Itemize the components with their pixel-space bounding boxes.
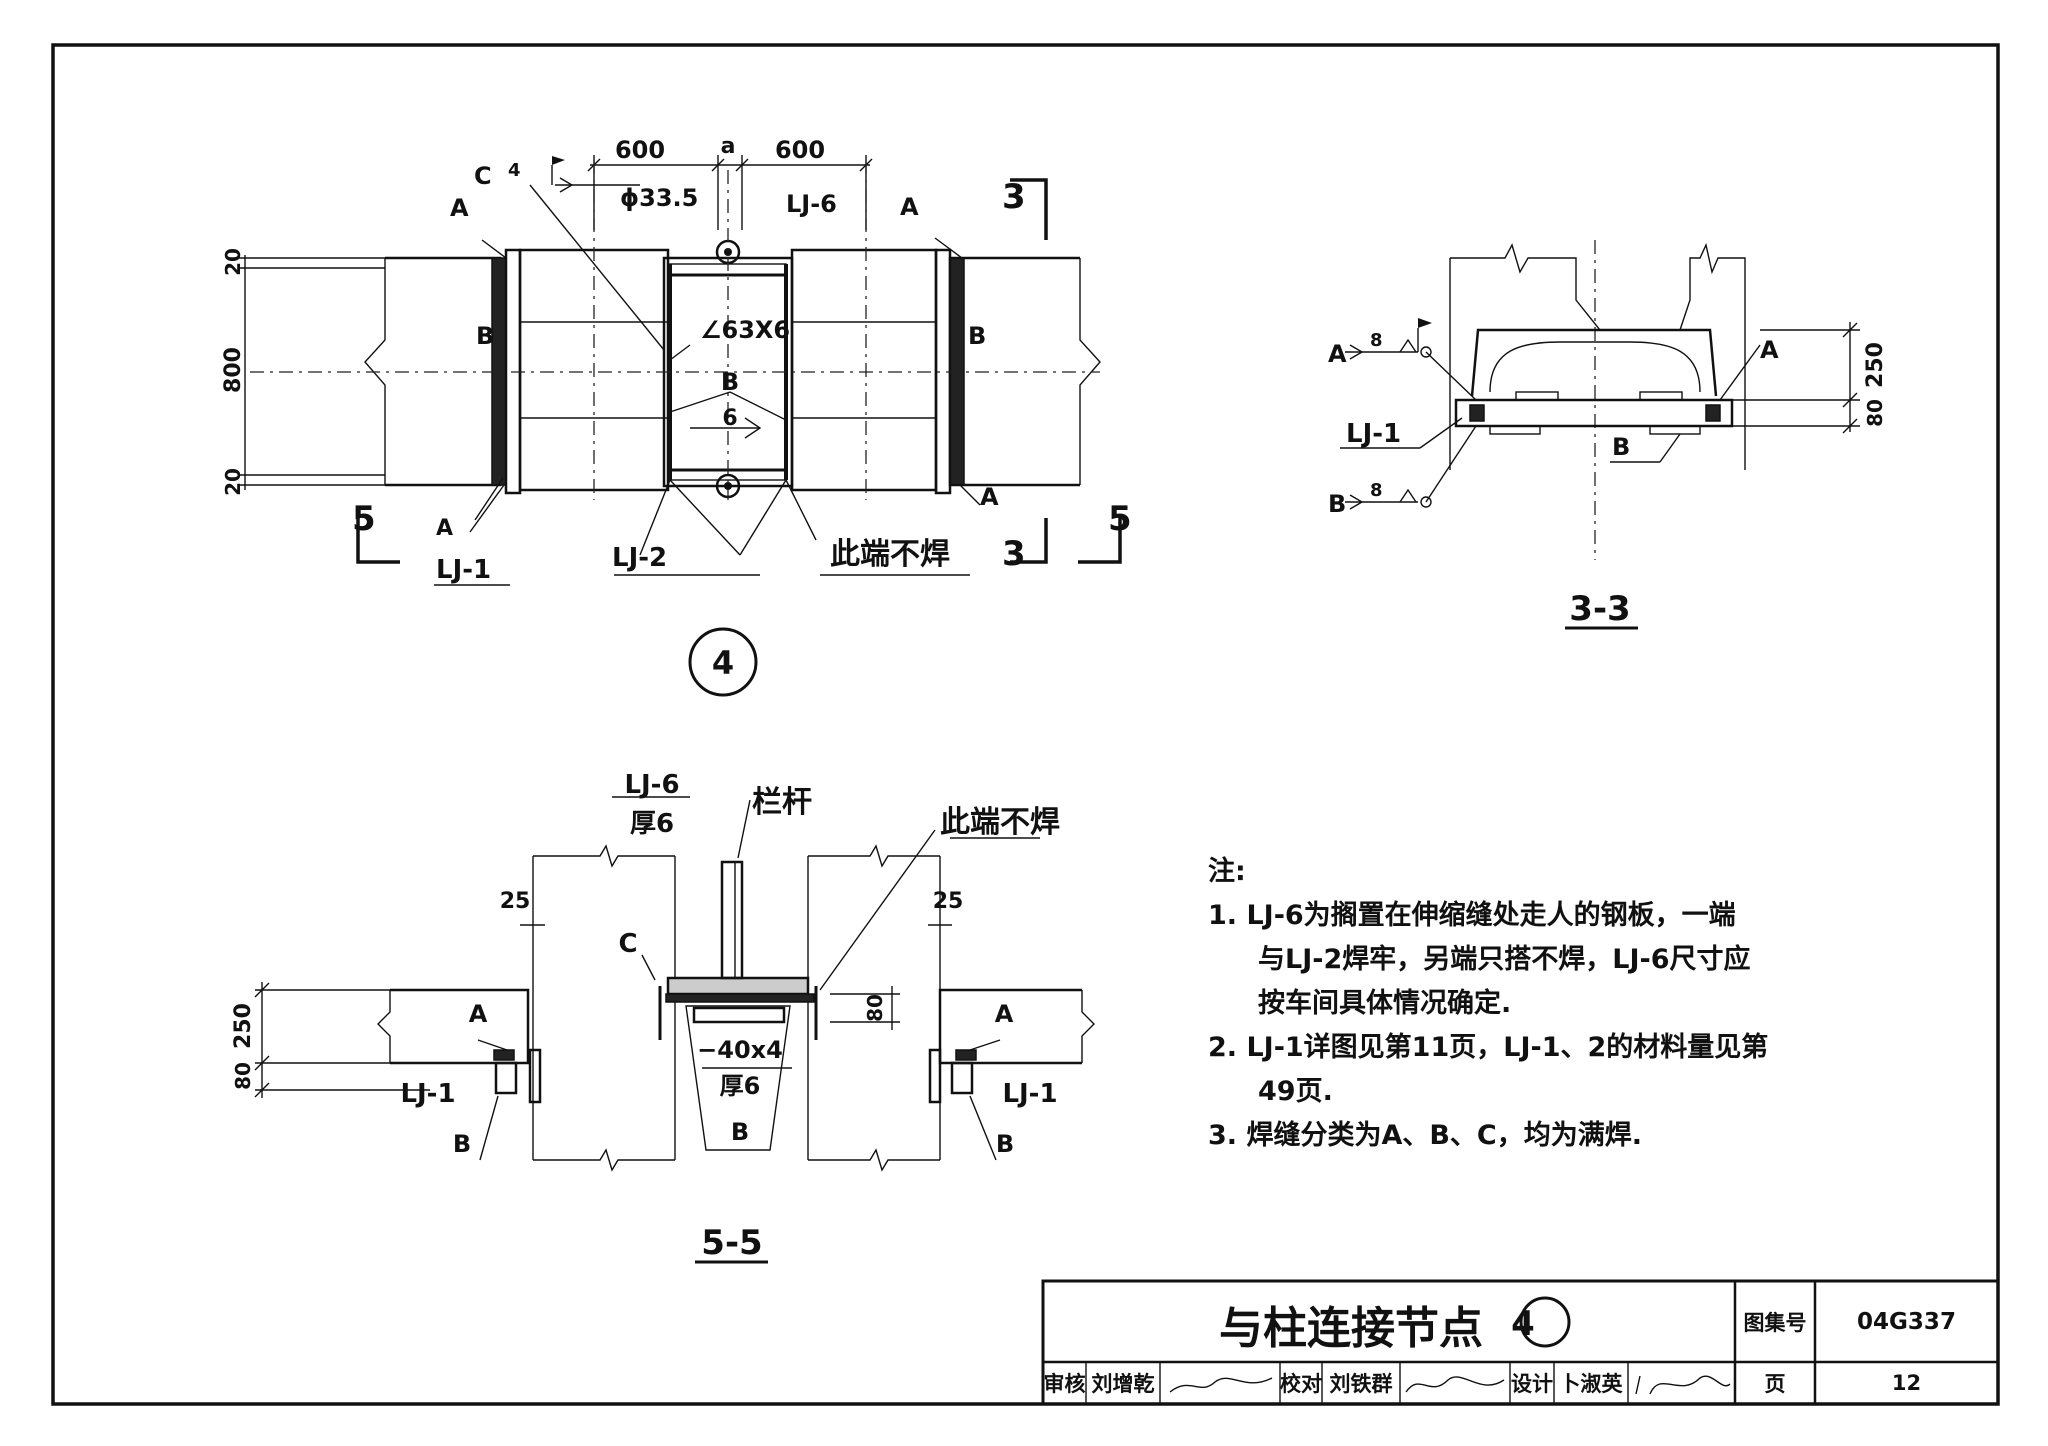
note-line-5: 49页. — [1258, 1076, 1333, 1107]
s33-weld-size-a: 8 — [1370, 330, 1383, 351]
dim-600-right: 600 — [775, 136, 825, 164]
s55-dim-250: 250 — [231, 1003, 256, 1049]
drawing-title: 与柱连接节点 4 — [1046, 1288, 1726, 1360]
s55-label-c: C — [618, 929, 637, 959]
s55-plate: −40x4 — [697, 1036, 783, 1064]
weld-c: C — [474, 162, 492, 190]
dim-800: 800 — [221, 347, 246, 393]
s55-dim-25-left: 25 — [500, 889, 531, 914]
label-a-top-left: A — [450, 194, 469, 222]
detail-4-plan — [238, 155, 1122, 697]
sheet-border — [51, 43, 2000, 1406]
section-5-left: 5 — [352, 499, 376, 539]
s55-thick6: 厚6 — [630, 809, 674, 839]
dim-600-left: 600 — [615, 136, 665, 164]
lj1-label: LJ-1 — [436, 555, 491, 585]
s33-dim-80: 80 — [1863, 399, 1887, 427]
section-3-3 — [1340, 240, 1860, 630]
s55-railing: 栏杆 — [752, 785, 812, 820]
no-weld-label: 此端不焊 — [830, 537, 950, 572]
page-number: 12 — [1891, 1371, 1922, 1395]
label-a-top-right: A — [900, 193, 919, 221]
label-a-bottom-left: A — [436, 516, 453, 541]
atlas-number: 04G337 — [1857, 1308, 1956, 1335]
s55-label-b-right: B — [996, 1130, 1014, 1158]
note-line-4: 2. LJ-1详图见第11页，LJ-1、2的材料量见第 — [1208, 1032, 1769, 1063]
s55-label-a-left: A — [469, 1000, 488, 1028]
review-signature — [1169, 1377, 1273, 1393]
weld-6: 6 — [722, 406, 737, 431]
s33-label-b: B — [1612, 433, 1630, 461]
pipe-diameter: ϕ33.5 — [620, 184, 698, 212]
weld-c-size: 4 — [508, 160, 521, 181]
review-name: 刘增乾 — [1091, 1372, 1155, 1396]
s55-dim-25-right: 25 — [933, 889, 964, 914]
page-label: 页 — [1764, 1372, 1786, 1396]
angle-steel: ∠63X6 — [700, 316, 790, 344]
section-5-5 — [254, 796, 1095, 1264]
check-label: 校对 — [1280, 1372, 1322, 1396]
label-b-left: B — [476, 322, 494, 350]
review-label: 审核 — [1043, 1372, 1086, 1396]
s55-lj6: LJ-6 — [624, 770, 679, 800]
design-label: 设计 — [1511, 1372, 1553, 1396]
title-block-lines — [1041, 1279, 2000, 1406]
dim-a: a — [721, 134, 736, 159]
s55-dim-80-left: 80 — [231, 1062, 255, 1090]
s55-dim-80-right: 80 — [863, 994, 887, 1022]
note-line-3: 按车间具体情况确定. — [1258, 988, 1512, 1019]
s55-label-a-right: A — [995, 1000, 1014, 1028]
label-b-right: B — [968, 322, 986, 350]
section-5-5-title: 5-5 — [701, 1223, 762, 1263]
s33-weld-a: A — [1328, 340, 1347, 368]
section-3-bottom: 3 — [1002, 534, 1026, 574]
lj2-label: LJ-2 — [612, 543, 667, 573]
design-name: 卜淑英 — [1559, 1372, 1623, 1396]
section-3-3-title: 3-3 — [1569, 589, 1630, 629]
dim-20-top: 20 — [221, 248, 245, 276]
lj6-label: LJ-6 — [786, 190, 837, 218]
notes-block: 注: 1. LJ-6为搁置在伸缩缝处走人的钢板，一端 与LJ-2焊牢，另端只搭不… — [1208, 850, 1908, 1158]
check-signature — [1405, 1376, 1505, 1393]
s55-lj1-left: LJ-1 — [400, 1079, 455, 1109]
section-5-right: 5 — [1108, 499, 1132, 539]
s33-lj1: LJ-1 — [1346, 419, 1401, 449]
s33-label-a: A — [1760, 336, 1779, 364]
design-signature — [1635, 1375, 1731, 1395]
s55-lj1-right: LJ-1 — [1002, 1079, 1057, 1109]
s55-label-b-left: B — [453, 1130, 471, 1158]
atlas-label: 图集号 — [1743, 1310, 1807, 1335]
label-b-center: B — [721, 368, 739, 396]
s55-label-b-center: B — [731, 1118, 749, 1146]
s33-weld-size-b: 8 — [1370, 480, 1383, 501]
check-name: 刘铁群 — [1329, 1372, 1393, 1396]
notes-heading: 注: — [1208, 856, 1246, 887]
note-line-6: 3. 焊缝分类为A、B、C，均为满焊. — [1208, 1120, 1642, 1151]
s33-dim-250: 250 — [1863, 342, 1888, 388]
label-a-bottom-right: A — [980, 483, 999, 511]
detail-4-number: 4 — [712, 644, 734, 682]
drawing-title-text: 与柱连接节点 — [1219, 1303, 1483, 1354]
s55-no-weld: 此端不焊 — [940, 805, 1060, 840]
s33-weld-b: B — [1328, 490, 1346, 518]
section-3-top: 3 — [1002, 177, 1026, 217]
note-line-2: 与LJ-2焊牢，另端只搭不焊，LJ-6尺寸应 — [1258, 944, 1751, 975]
drawing-title-number: 4 — [1511, 1304, 1535, 1344]
dim-20-bottom: 20 — [221, 468, 245, 496]
note-line-1: 1. LJ-6为搁置在伸缩缝处走人的钢板，一端 — [1208, 900, 1736, 931]
s55-thick6b: 厚6 — [720, 1072, 761, 1100]
